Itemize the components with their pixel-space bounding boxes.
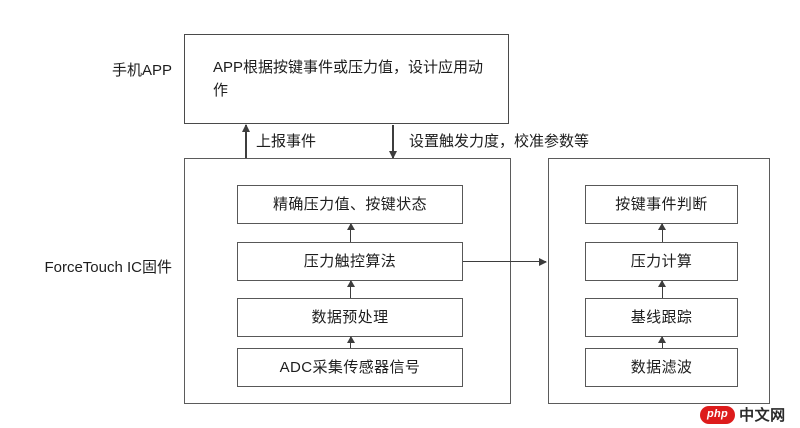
watermark-text: 中文网 [739,406,786,424]
up-arrow-icon [350,337,352,348]
stage-pressure-touch-algorithm: 压力触控算法 [237,242,463,281]
report-event-arrow-icon [245,125,247,158]
cross-column-arrow-icon [463,261,546,263]
stage-data-preprocessing: 数据预处理 [237,298,463,337]
stage-pressure-calculation: 压力计算 [585,242,738,281]
row-label-phone-app: 手机APP [111,62,172,79]
up-arrow-icon [350,281,352,298]
app-box: APP根据按键事件或压力值，设计应用动作 [184,34,509,124]
stage-baseline-tracking: 基线跟踪 [585,298,738,337]
app-box-text: APP根据按键事件或压力值，设计应用动作 [213,58,484,99]
stage-adc-sensor-signal: ADC采集传感器信号 [237,348,463,387]
php-logo-icon: php [700,406,736,424]
set-parameters-label: 设置触发力度，校准参数等 [409,133,590,150]
row-label-forcetouch-firmware: ForceTouch IC固件 [44,259,172,276]
watermark: php 中文网 [700,406,786,424]
up-arrow-icon [350,224,352,242]
up-arrow-icon [661,281,663,298]
stage-precise-pressure-key-state: 精确压力值、按键状态 [237,185,463,224]
up-arrow-icon [661,224,663,242]
stage-key-event-judgement: 按键事件判断 [585,185,738,224]
report-event-label: 上报事件 [256,133,317,150]
stage-data-filtering: 数据滤波 [585,348,738,387]
set-parameters-arrow-icon [392,125,394,158]
up-arrow-icon [661,337,663,348]
